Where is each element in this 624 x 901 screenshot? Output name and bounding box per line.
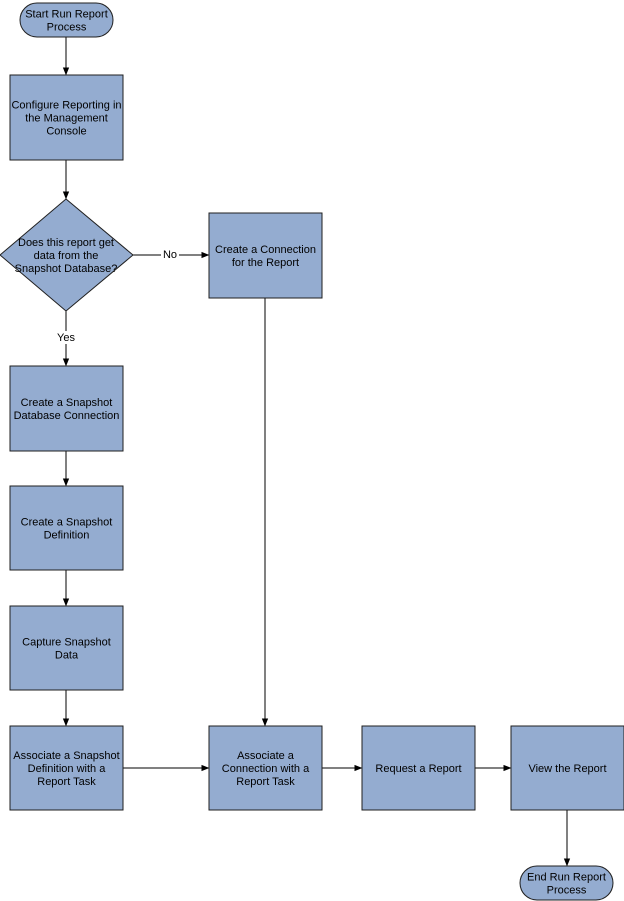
label-line: Snapshot Database? bbox=[15, 263, 118, 275]
yes-label-bg bbox=[55, 331, 77, 344]
label-line: Connection with a bbox=[222, 763, 310, 775]
request-report-process: Request a Report bbox=[361, 725, 476, 811]
label-line: Database Connection bbox=[14, 410, 120, 422]
label-line: Data bbox=[55, 650, 79, 662]
label-line: Process bbox=[547, 885, 587, 897]
view-report-label: View the Report bbox=[528, 763, 606, 775]
label-line: Capture Snapshot bbox=[22, 637, 111, 649]
label-line: the Management bbox=[25, 113, 108, 125]
label-line: Process bbox=[47, 22, 87, 34]
label-line: Request a Report bbox=[375, 763, 461, 775]
edge-label-no: No bbox=[163, 249, 177, 261]
label-line: Create a Snapshot bbox=[21, 517, 113, 529]
label-line: Create a Connection bbox=[215, 244, 316, 256]
label-line: for the Report bbox=[232, 257, 299, 269]
label-line: Create a Snapshot bbox=[21, 397, 113, 409]
label-line: data from the bbox=[34, 250, 99, 262]
label-line: Report Task bbox=[37, 776, 96, 788]
label-line: View the Report bbox=[528, 763, 606, 775]
view-report-process: View the Report bbox=[510, 725, 624, 811]
edge-label-yes: Yes bbox=[57, 332, 75, 344]
label-line: End Run Report bbox=[527, 872, 606, 884]
no-label-bg bbox=[161, 248, 179, 261]
label-line: Associate a Snapshot bbox=[13, 750, 119, 762]
label-line: Console bbox=[46, 126, 86, 138]
label-line: Associate a bbox=[237, 750, 295, 762]
label-line: Does this report get bbox=[18, 237, 114, 249]
label-line: Start Run Report bbox=[25, 9, 108, 21]
label-line: Configure Reporting in bbox=[11, 100, 121, 112]
label-line: Definition bbox=[44, 530, 90, 542]
label-line: Definition with a bbox=[28, 763, 107, 775]
edges bbox=[62, 37, 571, 867]
request-report-label: Request a Report bbox=[375, 763, 461, 775]
label-line: Report Task bbox=[236, 776, 295, 788]
